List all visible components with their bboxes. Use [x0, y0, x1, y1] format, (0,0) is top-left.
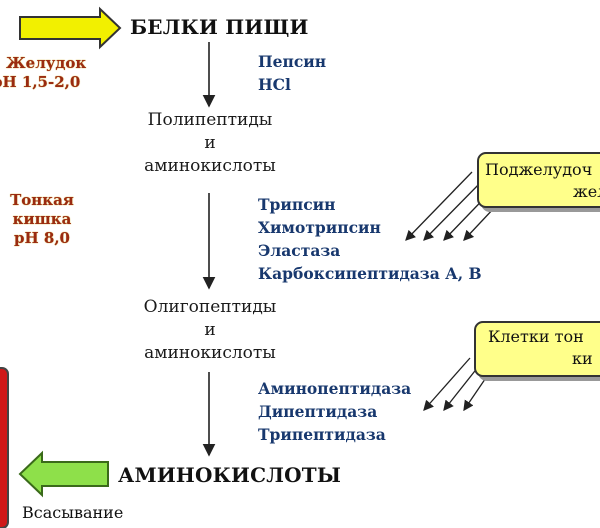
- enzyme-chymotrypsin: Химотрипсин: [258, 218, 381, 237]
- product-oligopeptides-line2: и: [204, 320, 216, 340]
- enzyme-dipeptidase: Дипептидаза: [258, 402, 378, 421]
- enzyme-tripeptidase: Трипептидаза: [258, 425, 386, 444]
- callout-intestine-line1: Клетки тон: [488, 327, 584, 346]
- title-food-proteins: БЕЛКИ ПИЩИ: [130, 15, 309, 39]
- product-oligopeptides-line1: Олигопептиды: [143, 297, 277, 317]
- enzymes-pancreatic: Трипсин Химотрипсин Эластаза Карбоксипеп…: [258, 193, 482, 285]
- enzymes-intestinal: Аминопептидаза Дипептидаза Трипептидаза: [258, 377, 411, 446]
- enzymes-stomach: Пепсин HCl: [258, 50, 326, 96]
- product-polypeptides: Полипептиды и аминокислоты: [130, 109, 290, 178]
- site-stomach-ph: pH 1,5-2,0: [0, 73, 81, 91]
- product-polypeptides-line1: Полипептиды: [147, 110, 273, 130]
- callout-pancreas-line1: Поджелудоч: [485, 160, 593, 179]
- green-block-arrow: [18, 450, 109, 498]
- enzyme-pepsin: Пепсин: [258, 52, 327, 71]
- site-stomach-name: Желудок: [6, 54, 87, 72]
- site-intestine-name-2: кишка: [12, 210, 72, 228]
- intestine-arrow-1: [423, 357, 471, 411]
- product-oligopeptides-line3: аминокислоты: [144, 343, 276, 363]
- callout-pancreas-line2: жел: [573, 182, 600, 201]
- enzyme-elastase: Эластаза: [258, 241, 341, 260]
- enzyme-hcl: HCl: [258, 75, 291, 94]
- callout-intestine-line2: ки: [572, 349, 593, 368]
- absorption-label: Всасывание: [22, 503, 124, 522]
- pancreas-arrow-2: [423, 177, 486, 241]
- callout-pancreas: Поджелудоч жел: [477, 152, 600, 208]
- site-stomach: Желудок pH 1,5-2,0: [0, 54, 86, 92]
- red-bar: [0, 367, 9, 528]
- product-polypeptides-line2: и: [204, 133, 216, 153]
- product-polypeptides-line3: аминокислоты: [144, 156, 276, 176]
- site-intestine-name-1: Тонкая: [10, 191, 74, 209]
- product-oligopeptides: Олигопептиды и аминокислоты: [130, 296, 290, 365]
- site-small-intestine: Тонкая кишка pH 8,0: [6, 191, 78, 248]
- pancreas-arrow-1: [405, 171, 473, 241]
- callout-intestinal-cells: Клетки тон ки: [474, 321, 600, 377]
- enzyme-carboxypeptidase: Карбоксипептидаза А, В: [258, 264, 482, 283]
- yellow-block-arrow: [19, 6, 122, 50]
- enzyme-trypsin: Трипсин: [258, 195, 336, 214]
- site-intestine-ph: pH 8,0: [14, 229, 70, 247]
- title-amino-acids: АМИНОКИСЛОТЫ: [118, 463, 342, 487]
- enzyme-aminopeptidase: Аминопептидаза: [258, 379, 412, 398]
